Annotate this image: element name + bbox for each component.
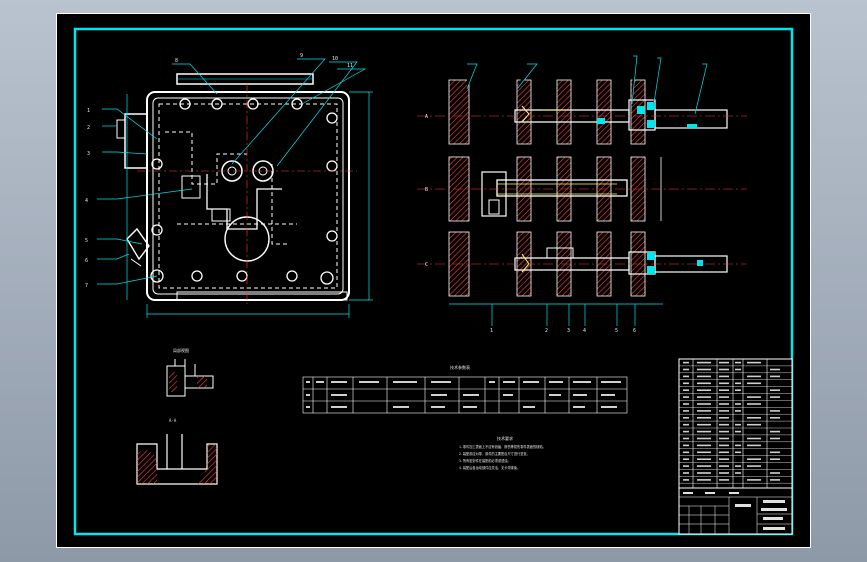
svg-text:局部视图: 局部视图: [173, 347, 189, 353]
cad-drawing: 1 2 3 4 5 6 7 8 9 10 11: [73, 27, 794, 536]
main-view-dimensions: [97, 58, 373, 318]
drawing-sheet: 1 2 3 4 5 6 7 8 9 10 11: [56, 13, 811, 548]
svg-text:8: 8: [175, 58, 178, 64]
svg-text:6: 6: [633, 328, 636, 334]
section-left-marks: A B C: [425, 114, 428, 268]
parameter-table: 技术参数表: [302, 364, 628, 414]
svg-text:3: 3: [567, 328, 570, 334]
title-block: [678, 358, 793, 535]
svg-text:技术要求: 技术要求: [497, 435, 513, 441]
svg-text:3.所有密封件在装配前必须浸透油。: 3.所有密封件在装配前必须浸透油。: [459, 458, 511, 463]
section-mark-a: A: [425, 114, 428, 120]
detail-view-top: 局部视图: [166, 347, 214, 397]
svg-text:10: 10: [332, 56, 338, 62]
svg-text:6: 6: [85, 258, 88, 264]
svg-text:4: 4: [583, 328, 586, 334]
main-view: [116, 73, 350, 301]
svg-text:3: 3: [87, 151, 90, 157]
svg-text:技术参数表: 技术参数表: [450, 364, 470, 370]
svg-text:2: 2: [87, 125, 90, 131]
technical-notes: 技术要求 1.零件加工表面上不应有划痕、擦伤等损伤零件表面的缺陷。 2.装配前应…: [459, 435, 546, 470]
section-row-1: [448, 79, 728, 145]
svg-text:1: 1: [87, 108, 90, 114]
svg-text:5: 5: [85, 238, 88, 244]
section-bottom-marks: 1 2 3 4 5 6: [490, 328, 636, 334]
svg-text:4.装配后各运动部件应灵活、无卡滞现象。: 4.装配后各运动部件应灵活、无卡滞现象。: [459, 465, 520, 470]
svg-text:1.零件加工表面上不应有划痕、擦伤等损伤零件表面的缺陷。: 1.零件加工表面上不应有划痕、擦伤等损伤零件表面的缺陷。: [459, 444, 546, 449]
svg-text:2: 2: [545, 328, 548, 334]
section-mark-c: C: [425, 262, 428, 268]
svg-text:5: 5: [615, 328, 618, 334]
svg-text:2.装配前应对零、部件的主要配合尺寸进行复查。: 2.装配前应对零、部件的主要配合尺寸进行复查。: [459, 451, 530, 456]
svg-text:9: 9: [300, 53, 303, 59]
main-view-centerlines: [137, 84, 357, 304]
svg-text:7: 7: [85, 283, 88, 289]
svg-text:1: 1: [490, 328, 493, 334]
sheet-border: [73, 27, 794, 536]
detail-view-bottom: A-A: [136, 418, 218, 485]
svg-text:4: 4: [85, 198, 88, 204]
section-mark-b: B: [425, 187, 428, 193]
main-view-labels: 1 2 3 4 5 6 7 8 9 10 11: [85, 53, 353, 289]
svg-text:A-A: A-A: [169, 418, 177, 423]
section-views: [417, 55, 747, 326]
svg-text:11: 11: [347, 63, 353, 69]
